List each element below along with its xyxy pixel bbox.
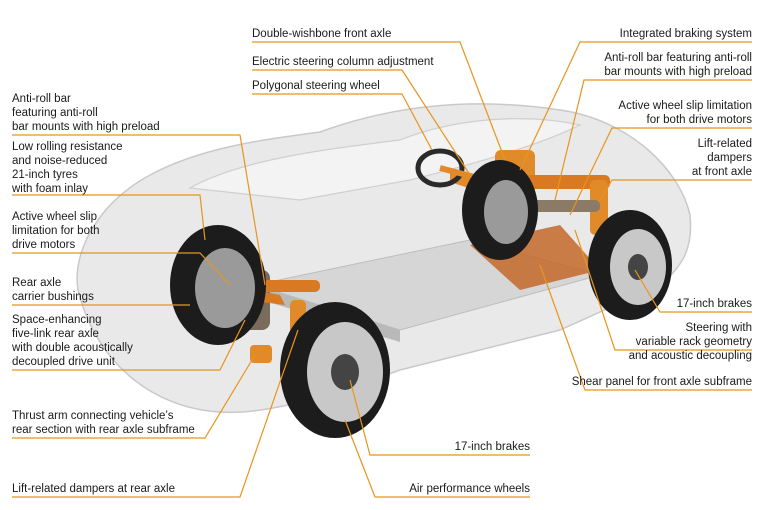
label-carrier-bushings: Rear axle carrier bushings	[12, 277, 94, 303]
leader-double-wishbone	[252, 41, 506, 161]
car-window-outline	[188, 118, 582, 201]
leader-lift-front	[599, 179, 752, 201]
leader-lift-rear	[12, 329, 299, 498]
leader-five-link	[12, 319, 246, 371]
leader-brakes-front	[634, 269, 752, 313]
leader-polygonal-wheel	[252, 93, 433, 151]
label-antiroll-rear: Anti-roll bar featuring anti-roll bar mo…	[12, 93, 160, 133]
leader-air-wheels	[344, 419, 530, 498]
label-polygonal-wheel: Polygonal steering wheel	[252, 80, 380, 92]
label-double-wishbone: Double-wishbone front axle	[252, 28, 392, 40]
leader-antiroll-rear	[12, 134, 266, 286]
leader-steering-rack	[574, 229, 752, 351]
label-integrated-braking: Integrated braking system	[619, 28, 752, 40]
label-electric-steering: Electric steering column adjustment	[252, 56, 434, 68]
label-air-wheels: Air performance wheels	[409, 483, 530, 495]
leader-antiroll-front	[554, 79, 752, 201]
leader-shear-panel	[539, 264, 752, 391]
label-lift-front: Lift-related dampers at front axle	[691, 138, 752, 178]
leader-lines	[12, 41, 752, 498]
label-slip-front: Active wheel slip limitation for both dr…	[618, 100, 752, 126]
leader-slip-front	[569, 127, 752, 216]
label-thrust-arm: Thrust arm connecting vehicle’s rear sec…	[12, 410, 195, 436]
front-right-wheel	[588, 210, 672, 320]
leader-brakes-rear	[349, 379, 530, 456]
steering-wheel-part	[415, 148, 479, 188]
label-antiroll-front: Anti-roll bar featuring anti-roll bar mo…	[604, 52, 752, 78]
label-shear-panel: Shear panel for front axle subframe	[571, 376, 752, 388]
label-steering-rack: Steering with variable rack geometry and…	[628, 322, 752, 362]
leader-thrust-arm	[12, 354, 256, 439]
label-brakes-front: 17-inch brakes	[676, 298, 752, 310]
rear-right-wheel	[280, 302, 390, 438]
label-brakes-rear: 17-inch brakes	[454, 441, 530, 453]
label-five-link: Space-enhancing five-link rear axle with…	[12, 314, 133, 368]
leader-tyres	[12, 194, 206, 241]
label-tyres: Low rolling resistance and noise-reduced…	[12, 141, 123, 195]
leader-electric-steering	[252, 69, 471, 176]
leader-integrated-braking	[519, 41, 752, 171]
front-left-wheel	[462, 160, 538, 260]
label-lift-rear: Lift-related dampers at rear axle	[12, 483, 175, 495]
label-slip-rear: Active wheel slip limitation for both dr…	[12, 211, 100, 251]
rear-left-wheel	[170, 225, 266, 345]
leader-slip-rear	[12, 252, 231, 286]
